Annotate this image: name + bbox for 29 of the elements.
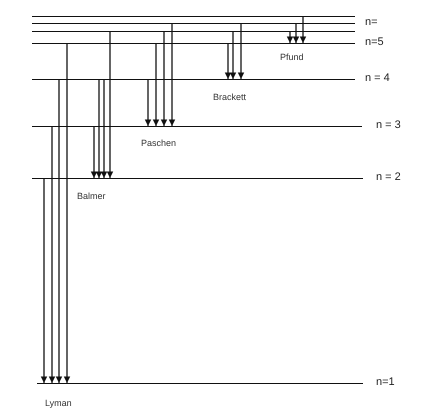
transition-arrow: [100, 80, 108, 178]
transition-arrow: [292, 24, 300, 43]
transition-arrow: [144, 80, 152, 126]
transition-arrow: [40, 179, 48, 383]
level-label: n=: [365, 16, 378, 29]
transition-arrow: [96, 80, 102, 178]
transition-arrow: [224, 44, 232, 79]
level-label: n = 3: [376, 119, 401, 132]
level-label: n=5: [365, 36, 384, 49]
transition-arrow: [230, 32, 236, 79]
level-label: n = 4: [365, 72, 390, 85]
series-name: Brackett: [213, 92, 246, 103]
series-name: Lyman: [45, 398, 72, 409]
transition-arrow: [238, 24, 244, 79]
transition-arrow: [106, 32, 114, 178]
transition-arrow: [168, 24, 176, 126]
series-name: Balmer: [77, 191, 106, 202]
level-label: n=1: [376, 376, 395, 389]
level-label: n = 2: [376, 171, 401, 184]
transition-arrow: [56, 80, 62, 383]
transition-arrow: [286, 32, 294, 43]
series-name: Paschen: [141, 138, 176, 149]
transition-arrow: [160, 32, 168, 126]
transition-arrow: [152, 44, 160, 126]
transition-arrow: [90, 127, 98, 178]
series-name: Pfund: [280, 52, 304, 63]
transition-arrow: [300, 17, 306, 43]
transition-arrow: [64, 44, 70, 383]
transition-arrow: [48, 127, 56, 383]
